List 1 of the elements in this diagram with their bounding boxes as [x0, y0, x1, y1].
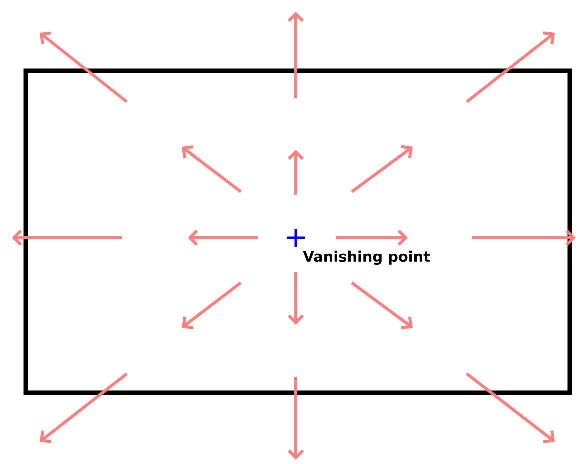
point-label: Vanishing point: [303, 250, 430, 266]
